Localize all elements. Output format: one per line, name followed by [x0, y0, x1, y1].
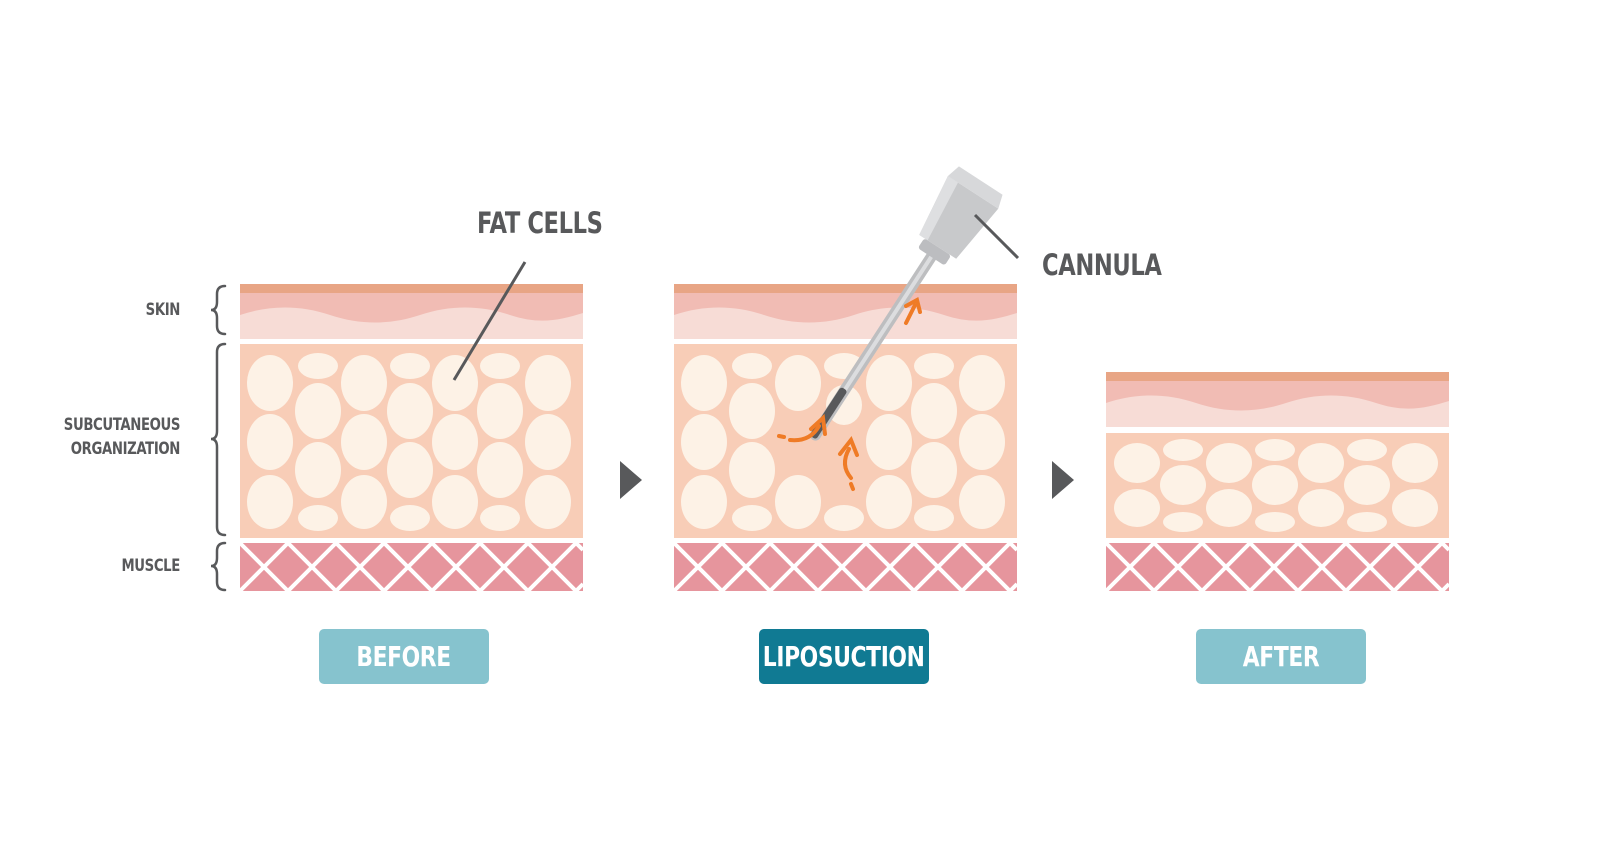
after-button-label: AFTER: [1242, 640, 1320, 673]
fat-cells-label: FAT CELLS: [477, 206, 603, 240]
skin-bracket: [210, 284, 227, 336]
liposuction-panel: [672, 166, 1020, 594]
cannula-pointer-line: [973, 213, 1020, 260]
muscle-label: MUSCLE: [121, 556, 181, 576]
stage-arrow-2-icon: [1052, 461, 1074, 499]
fat-cells: [247, 353, 571, 531]
suction-arrows-icon: [777, 297, 922, 491]
skin-layer: [240, 284, 583, 339]
after-button[interactable]: AFTER: [1196, 629, 1366, 684]
subcutaneous-label-line2: ORGANIZATION: [70, 439, 181, 459]
cannula-icon: [809, 166, 1020, 441]
liposuction-button-label: LIPOSUCTION: [763, 640, 925, 673]
skin-layer: [674, 284, 1017, 339]
muscle-layer: [1104, 540, 1451, 594]
fat-cells: [1114, 439, 1438, 532]
before-panel: [238, 284, 585, 594]
fat-layer: [240, 344, 583, 538]
fat-layer: [1106, 433, 1449, 538]
after-panel: [1104, 372, 1451, 594]
fat-cells: [681, 353, 1005, 531]
muscle-layer: [672, 540, 1019, 594]
muscle-layer: [238, 540, 585, 594]
fat-layer: [674, 344, 1017, 538]
muscle-bracket: [210, 541, 227, 592]
liposuction-button[interactable]: LIPOSUCTION: [759, 629, 929, 684]
skin-label: SKIN: [145, 300, 181, 320]
before-button-label: BEFORE: [356, 640, 452, 673]
skin-layer: [1106, 372, 1449, 427]
subcutaneous-label-line1: SUBCUTANEOUS: [63, 415, 181, 435]
side-brackets: [210, 284, 227, 592]
cannula-label: CANNULA: [1042, 248, 1162, 282]
fat-cells-pointer-line: [452, 261, 527, 381]
stage-arrow-1-icon: [620, 461, 642, 499]
before-button[interactable]: BEFORE: [319, 629, 489, 684]
subcutaneous-bracket: [210, 342, 227, 537]
